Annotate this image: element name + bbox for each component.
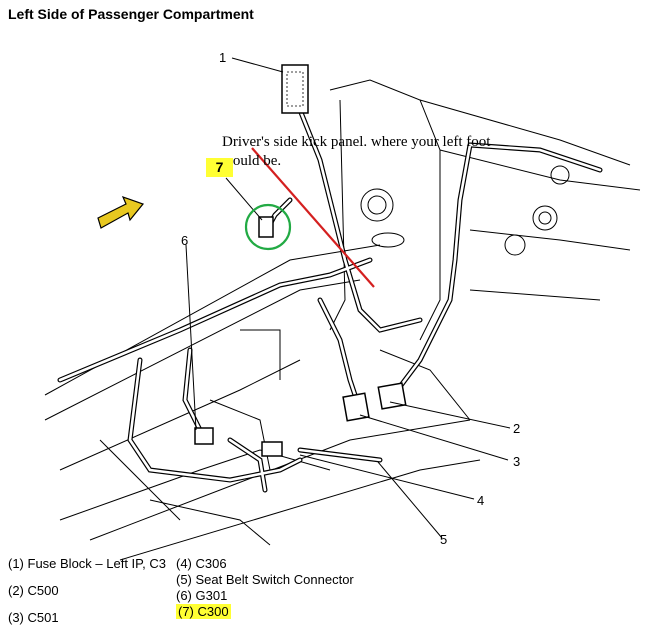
- legend-item-6: (6) G301: [176, 588, 228, 603]
- red-pointer-line: [251, 147, 375, 288]
- legend-item-7-wrap: (7) C300: [176, 604, 354, 620]
- connector-c300: [258, 216, 274, 238]
- panel-holes: [360, 165, 570, 256]
- connectors-2-3: [194, 382, 407, 457]
- callout-4: 4: [477, 493, 484, 508]
- highlight-circle: [244, 203, 292, 251]
- legend-item-5: (5) Seat Belt Switch Connector: [176, 572, 354, 587]
- callout-1: 1: [219, 50, 226, 65]
- callout-6: 6: [181, 233, 188, 248]
- legend-item-1: (1) Fuse Block – Left IP, C3: [8, 556, 166, 571]
- legend-left: (1) Fuse Block – Left IP, C3 (2) C500 (3…: [8, 556, 166, 626]
- legend-item-7: (7) C300: [176, 604, 231, 619]
- kick-panel-annotation: Driver's side kick panel. where your lef…: [222, 134, 491, 169]
- callout-7: 7: [206, 158, 233, 177]
- callout-2: 2: [513, 421, 520, 436]
- callout-5: 5: [440, 532, 447, 547]
- diagram-title: Left Side of Passenger Compartment: [8, 6, 254, 22]
- direction-arrow-icon: [97, 195, 145, 229]
- legend-item-4: (4) C306: [176, 556, 227, 571]
- legend-right: (4) C306 (5) Seat Belt Switch Connector …: [176, 556, 354, 620]
- callout-3: 3: [513, 454, 520, 469]
- wire-harness-inner: [58, 108, 602, 492]
- fuse-block-connector: [281, 64, 309, 114]
- legend-item-2: (2) C500: [8, 583, 59, 598]
- legend-item-3: (3) C501: [8, 610, 59, 625]
- callout-leaders: [185, 57, 511, 539]
